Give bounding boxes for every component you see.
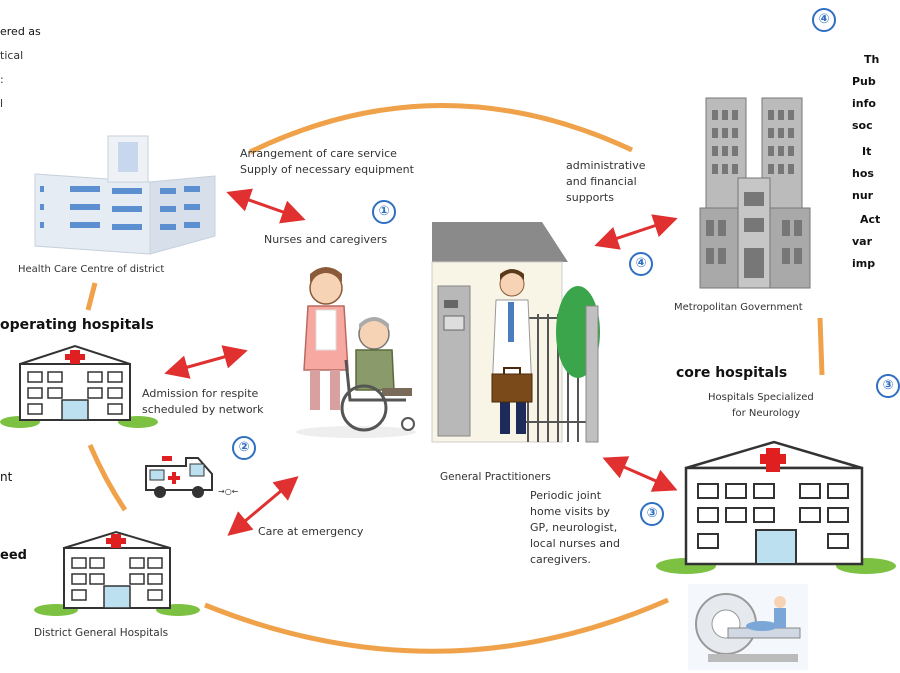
metropolitan-government-building-icon	[699, 97, 811, 289]
marker-4-top: ④	[812, 8, 836, 32]
admin-line-2: and financial	[566, 175, 637, 188]
arc-left-mid	[87, 444, 128, 512]
left-eed-text: eed	[0, 548, 27, 563]
right-clipped-line-2: Pub	[852, 75, 876, 88]
ambulance-text: →○←	[218, 487, 239, 496]
visits-line-1: Periodic joint	[530, 489, 602, 502]
district-general-label: District General Hospitals	[34, 627, 169, 639]
core-hospitals-title: core hospitals	[676, 365, 788, 381]
ambulance-icon	[145, 456, 213, 498]
left-nt-text: nt	[0, 470, 13, 484]
left-clipped-line-1: ered as	[0, 25, 41, 38]
right-clipped-line-10: imp	[852, 257, 876, 270]
arrow-metro	[594, 214, 678, 250]
admission-line-2: scheduled by network	[142, 403, 264, 416]
marker-2: ②	[232, 436, 256, 460]
marker-3-edge: ③	[876, 374, 900, 398]
arrow-admission	[164, 345, 248, 379]
admin-line-3: supports	[566, 191, 614, 204]
left-clipped-line-4: l	[0, 97, 4, 110]
general-practitioner-house-icon	[431, 222, 600, 443]
right-clipped-line-5: It	[862, 145, 872, 158]
left-clipped-line-3: :	[0, 73, 4, 86]
arc-left-top	[85, 282, 98, 311]
marker-3: ③	[640, 502, 664, 526]
arrow-emergency	[227, 476, 299, 536]
nurses-label: Nurses and caregivers	[264, 233, 388, 246]
right-clipped-line-7: nur	[852, 189, 874, 202]
care-emergency-label: Care at emergency	[258, 525, 364, 538]
visits-line-3: GP, neurologist,	[530, 521, 618, 534]
district-hospital-icon	[34, 530, 200, 616]
visits-line-5: caregivers.	[530, 553, 591, 566]
core-hospital-icon	[656, 440, 896, 574]
arrow-core	[602, 456, 678, 492]
arrangement-line-2: Supply of necessary equipment	[240, 163, 414, 176]
cooperating-hospitals-title: operating hospitals	[0, 317, 154, 333]
right-clipped-line-8: Act	[860, 213, 881, 226]
gp-label: General Practitioners	[440, 471, 551, 483]
admin-line-1: administrative	[566, 159, 646, 172]
arc-bottom	[204, 597, 670, 654]
right-clipped-line-4: soc	[852, 119, 873, 132]
metropolitan-label: Metropolitan Government	[674, 302, 803, 313]
right-clipped-line-6: hos	[852, 167, 874, 180]
arrangement-line-1: Arrangement of care service	[240, 147, 397, 160]
neurology-line-2: for Neurology	[732, 408, 801, 419]
right-clipped-line-3: info	[852, 97, 876, 110]
cooperating-hospital-icon	[0, 344, 158, 428]
marker-1: ①	[372, 200, 396, 224]
right-clipped-line-1: Th	[864, 53, 880, 66]
visits-line-2: home visits by	[530, 505, 611, 518]
admission-line-1: Admission for respite	[142, 387, 259, 400]
neurology-line-1: Hospitals Specialized	[708, 392, 814, 403]
mri-scanner-icon	[688, 584, 808, 670]
arc-right	[817, 317, 825, 376]
left-clipped-line-2: tical	[0, 49, 24, 62]
visits-line-4: local nurses and	[530, 537, 621, 550]
health-centre-label: Health Care Centre of district	[18, 264, 165, 275]
arc-top	[248, 103, 634, 155]
nurse-wheelchair-icon	[296, 267, 416, 438]
arrow-nurses	[226, 188, 306, 224]
right-clipped-line-9: var	[852, 235, 873, 248]
marker-4: ④	[629, 252, 653, 276]
health-centre-building-icon	[34, 135, 216, 255]
